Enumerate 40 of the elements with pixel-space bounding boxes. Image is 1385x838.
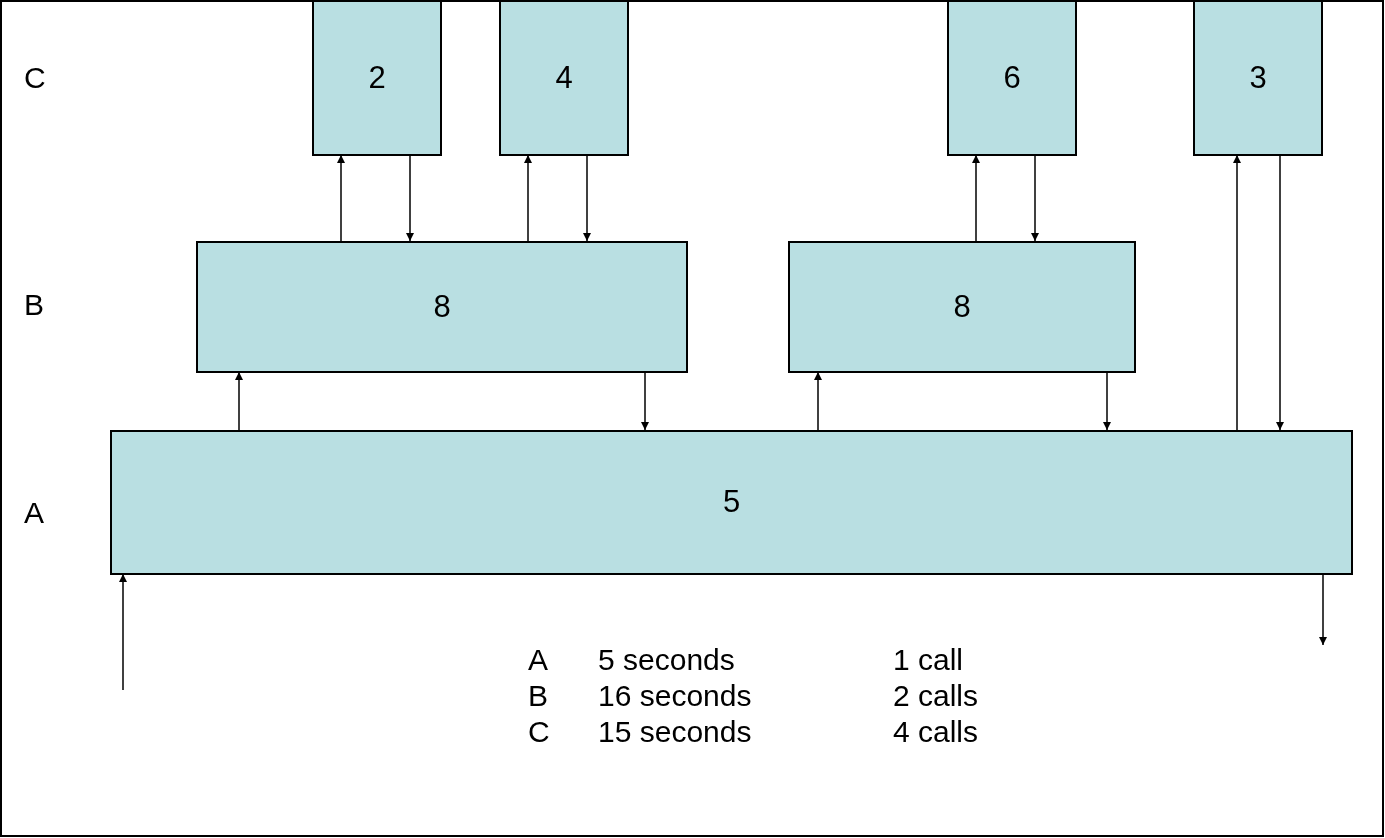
- box-number: 2: [368, 58, 386, 97]
- box-number: 6: [1003, 58, 1021, 97]
- arrow: [119, 573, 127, 691]
- arrow: [337, 154, 345, 242]
- box-number: 8: [953, 287, 971, 326]
- arrow: [1276, 154, 1284, 431]
- box-number: 3: [1249, 58, 1267, 97]
- legend-text: 4 calls: [893, 714, 979, 750]
- row-label: C: [24, 60, 46, 96]
- legend-text: 1 call: [893, 642, 964, 678]
- legend-text: 5 seconds: [598, 642, 735, 678]
- arrow: [814, 371, 822, 431]
- arrow: [972, 154, 980, 242]
- process-box: [196, 241, 688, 373]
- box-number: 4: [555, 58, 573, 97]
- legend-text: 15 seconds: [598, 714, 752, 750]
- legend-text: 16 seconds: [598, 678, 752, 714]
- process-box: [110, 430, 1353, 575]
- arrow: [235, 371, 243, 431]
- row-label: B: [24, 287, 44, 323]
- legend-text: B: [528, 678, 548, 714]
- arrow: [524, 154, 532, 242]
- arrow: [1031, 154, 1039, 242]
- box-number: 5: [722, 483, 741, 522]
- legend-text: 2 calls: [893, 678, 979, 714]
- arrow: [1233, 154, 1241, 431]
- process-box: [947, 0, 1077, 156]
- arrow: [1103, 371, 1111, 431]
- process-box: [312, 0, 442, 156]
- process-box: [499, 0, 629, 156]
- arrow: [406, 154, 414, 242]
- legend-text: A: [528, 642, 548, 678]
- process-box: [1193, 0, 1323, 156]
- arrow: [641, 371, 649, 431]
- arrow: [583, 154, 591, 242]
- row-label: A: [24, 495, 44, 531]
- box-number: 8: [433, 287, 451, 326]
- legend-text: C: [528, 714, 550, 750]
- arrow: [1319, 573, 1327, 646]
- process-box: [788, 241, 1136, 373]
